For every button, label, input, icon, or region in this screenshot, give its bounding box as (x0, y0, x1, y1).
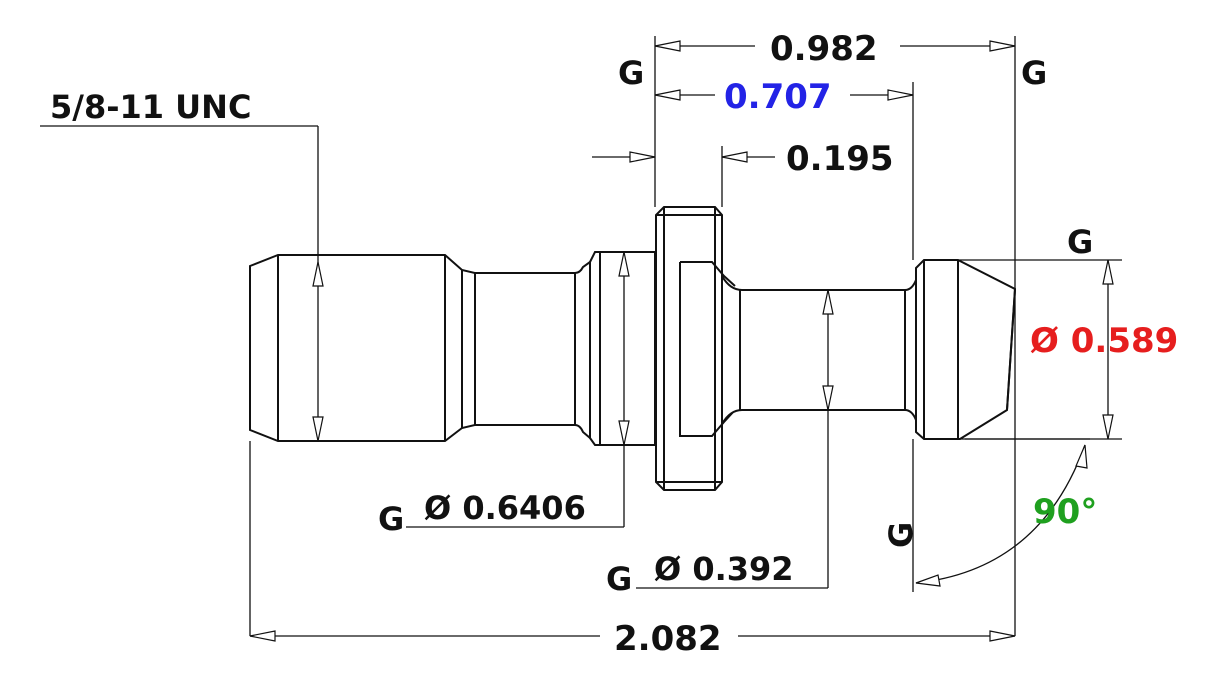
dim-0195: 0.195 (592, 139, 894, 179)
shank (721, 272, 917, 428)
angle-90-value: 90° (1033, 492, 1097, 532)
dim-06406: Ø 0.6406 (406, 251, 630, 528)
dimensions: 5/8-11 UNC 0.982 0.707 (40, 29, 1178, 659)
dim-2082-value: 2.082 (614, 619, 722, 659)
dim-0392: Ø 0.392 (636, 289, 834, 589)
retention-head (915, 259, 1017, 440)
part-outline (249, 206, 1017, 491)
gauge-mark-angle: G (882, 522, 920, 548)
angle-90: 90° (912, 438, 1097, 592)
dim-0589-value: Ø 0.589 (1030, 321, 1178, 361)
gauge-marks: G G G G G G (378, 54, 1093, 598)
dim-0707-value: 0.707 (724, 77, 832, 117)
dim-2082: 2.082 (249, 619, 1016, 659)
dim-0707: 0.707 (654, 77, 914, 117)
dim-0392-value: Ø 0.392 (654, 550, 794, 588)
dim-0195-value: 0.195 (786, 139, 894, 179)
flange (655, 206, 723, 491)
gauge-mark-06406: G (378, 500, 404, 538)
gauge-mark-0392: G (606, 560, 632, 598)
thread-label: 5/8-11 UNC (50, 88, 251, 126)
neck-section (474, 260, 591, 441)
threaded-section (249, 254, 476, 442)
dim-0982: 0.982 (654, 29, 1016, 69)
dim-06406-value: Ø 0.6406 (424, 489, 586, 527)
thread-callout: 5/8-11 UNC (40, 88, 324, 442)
dim-0982-value: 0.982 (770, 29, 878, 69)
gauge-mark-left-top: G (618, 54, 644, 92)
flange-step (679, 261, 736, 437)
gauge-mark-right-top: G (1021, 54, 1047, 92)
gauge-mark-head: G (1067, 223, 1093, 261)
